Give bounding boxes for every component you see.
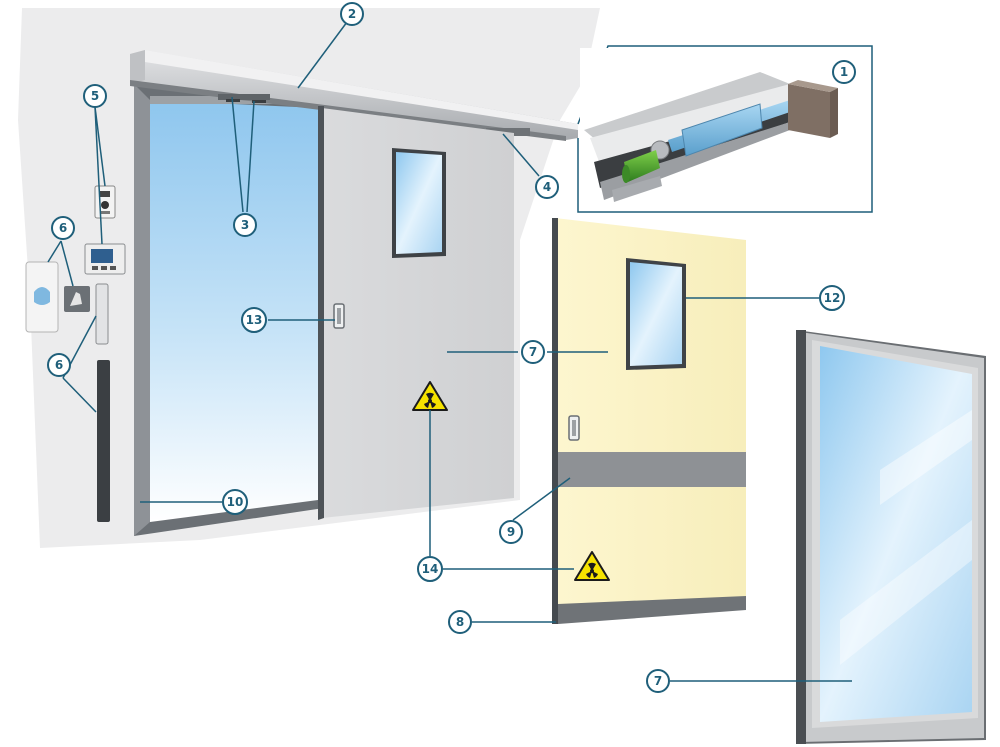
callout-4: 4 [535, 175, 559, 199]
callout-5: 5 [83, 84, 107, 108]
hermetic-door-yellow [552, 218, 746, 624]
svg-text:1: 1 [840, 65, 848, 79]
door-guide [486, 128, 530, 136]
callout-3: 3 [233, 213, 257, 237]
safety-sensor-bar [97, 360, 110, 522]
svg-text:7: 7 [529, 345, 537, 359]
svg-text:8: 8 [456, 615, 464, 629]
callout-8: 8 [448, 610, 472, 634]
callout-2: 2 [340, 2, 364, 26]
sliding-door-grey [318, 106, 514, 520]
svg-text:14: 14 [422, 562, 439, 576]
svg-text:5: 5 [91, 89, 99, 103]
callout-13: 13 [241, 307, 267, 333]
svg-text:12: 12 [824, 291, 841, 305]
push-button-column [95, 283, 109, 345]
svg-text:4: 4 [543, 180, 551, 194]
callout-14: 14 [417, 556, 443, 582]
svg-text:6: 6 [59, 221, 67, 235]
callout-1: 1 [832, 60, 856, 84]
svg-text:7: 7 [654, 674, 662, 688]
hand-sensor-icon [25, 261, 90, 333]
radiation-warning-icon [574, 551, 610, 581]
keypad-icon [94, 185, 116, 219]
callout-12: 12 [819, 285, 845, 311]
svg-text:9: 9 [507, 525, 515, 539]
svg-text:10: 10 [227, 495, 244, 509]
callout-9: 9 [499, 520, 523, 544]
callouts: 1 2 3 4 5 6 6 7 7 8 9 10 12 13 14 [47, 2, 856, 693]
svg-text:6: 6 [55, 358, 63, 372]
callout-6-top: 6 [51, 216, 75, 240]
door-frame [134, 84, 324, 536]
display-panel-icon [84, 243, 126, 275]
svg-text:13: 13 [246, 313, 263, 327]
leader-lines [47, 17, 852, 682]
callout-6-bottom: 6 [47, 353, 71, 377]
glass-door [796, 330, 986, 744]
callout-7-glass: 7 [646, 669, 670, 693]
callout-10: 10 [222, 489, 248, 515]
callout-7-door: 7 [521, 340, 545, 364]
drive-detail-inset [577, 45, 873, 213]
svg-text:2: 2 [348, 7, 356, 21]
svg-text:3: 3 [241, 218, 249, 232]
